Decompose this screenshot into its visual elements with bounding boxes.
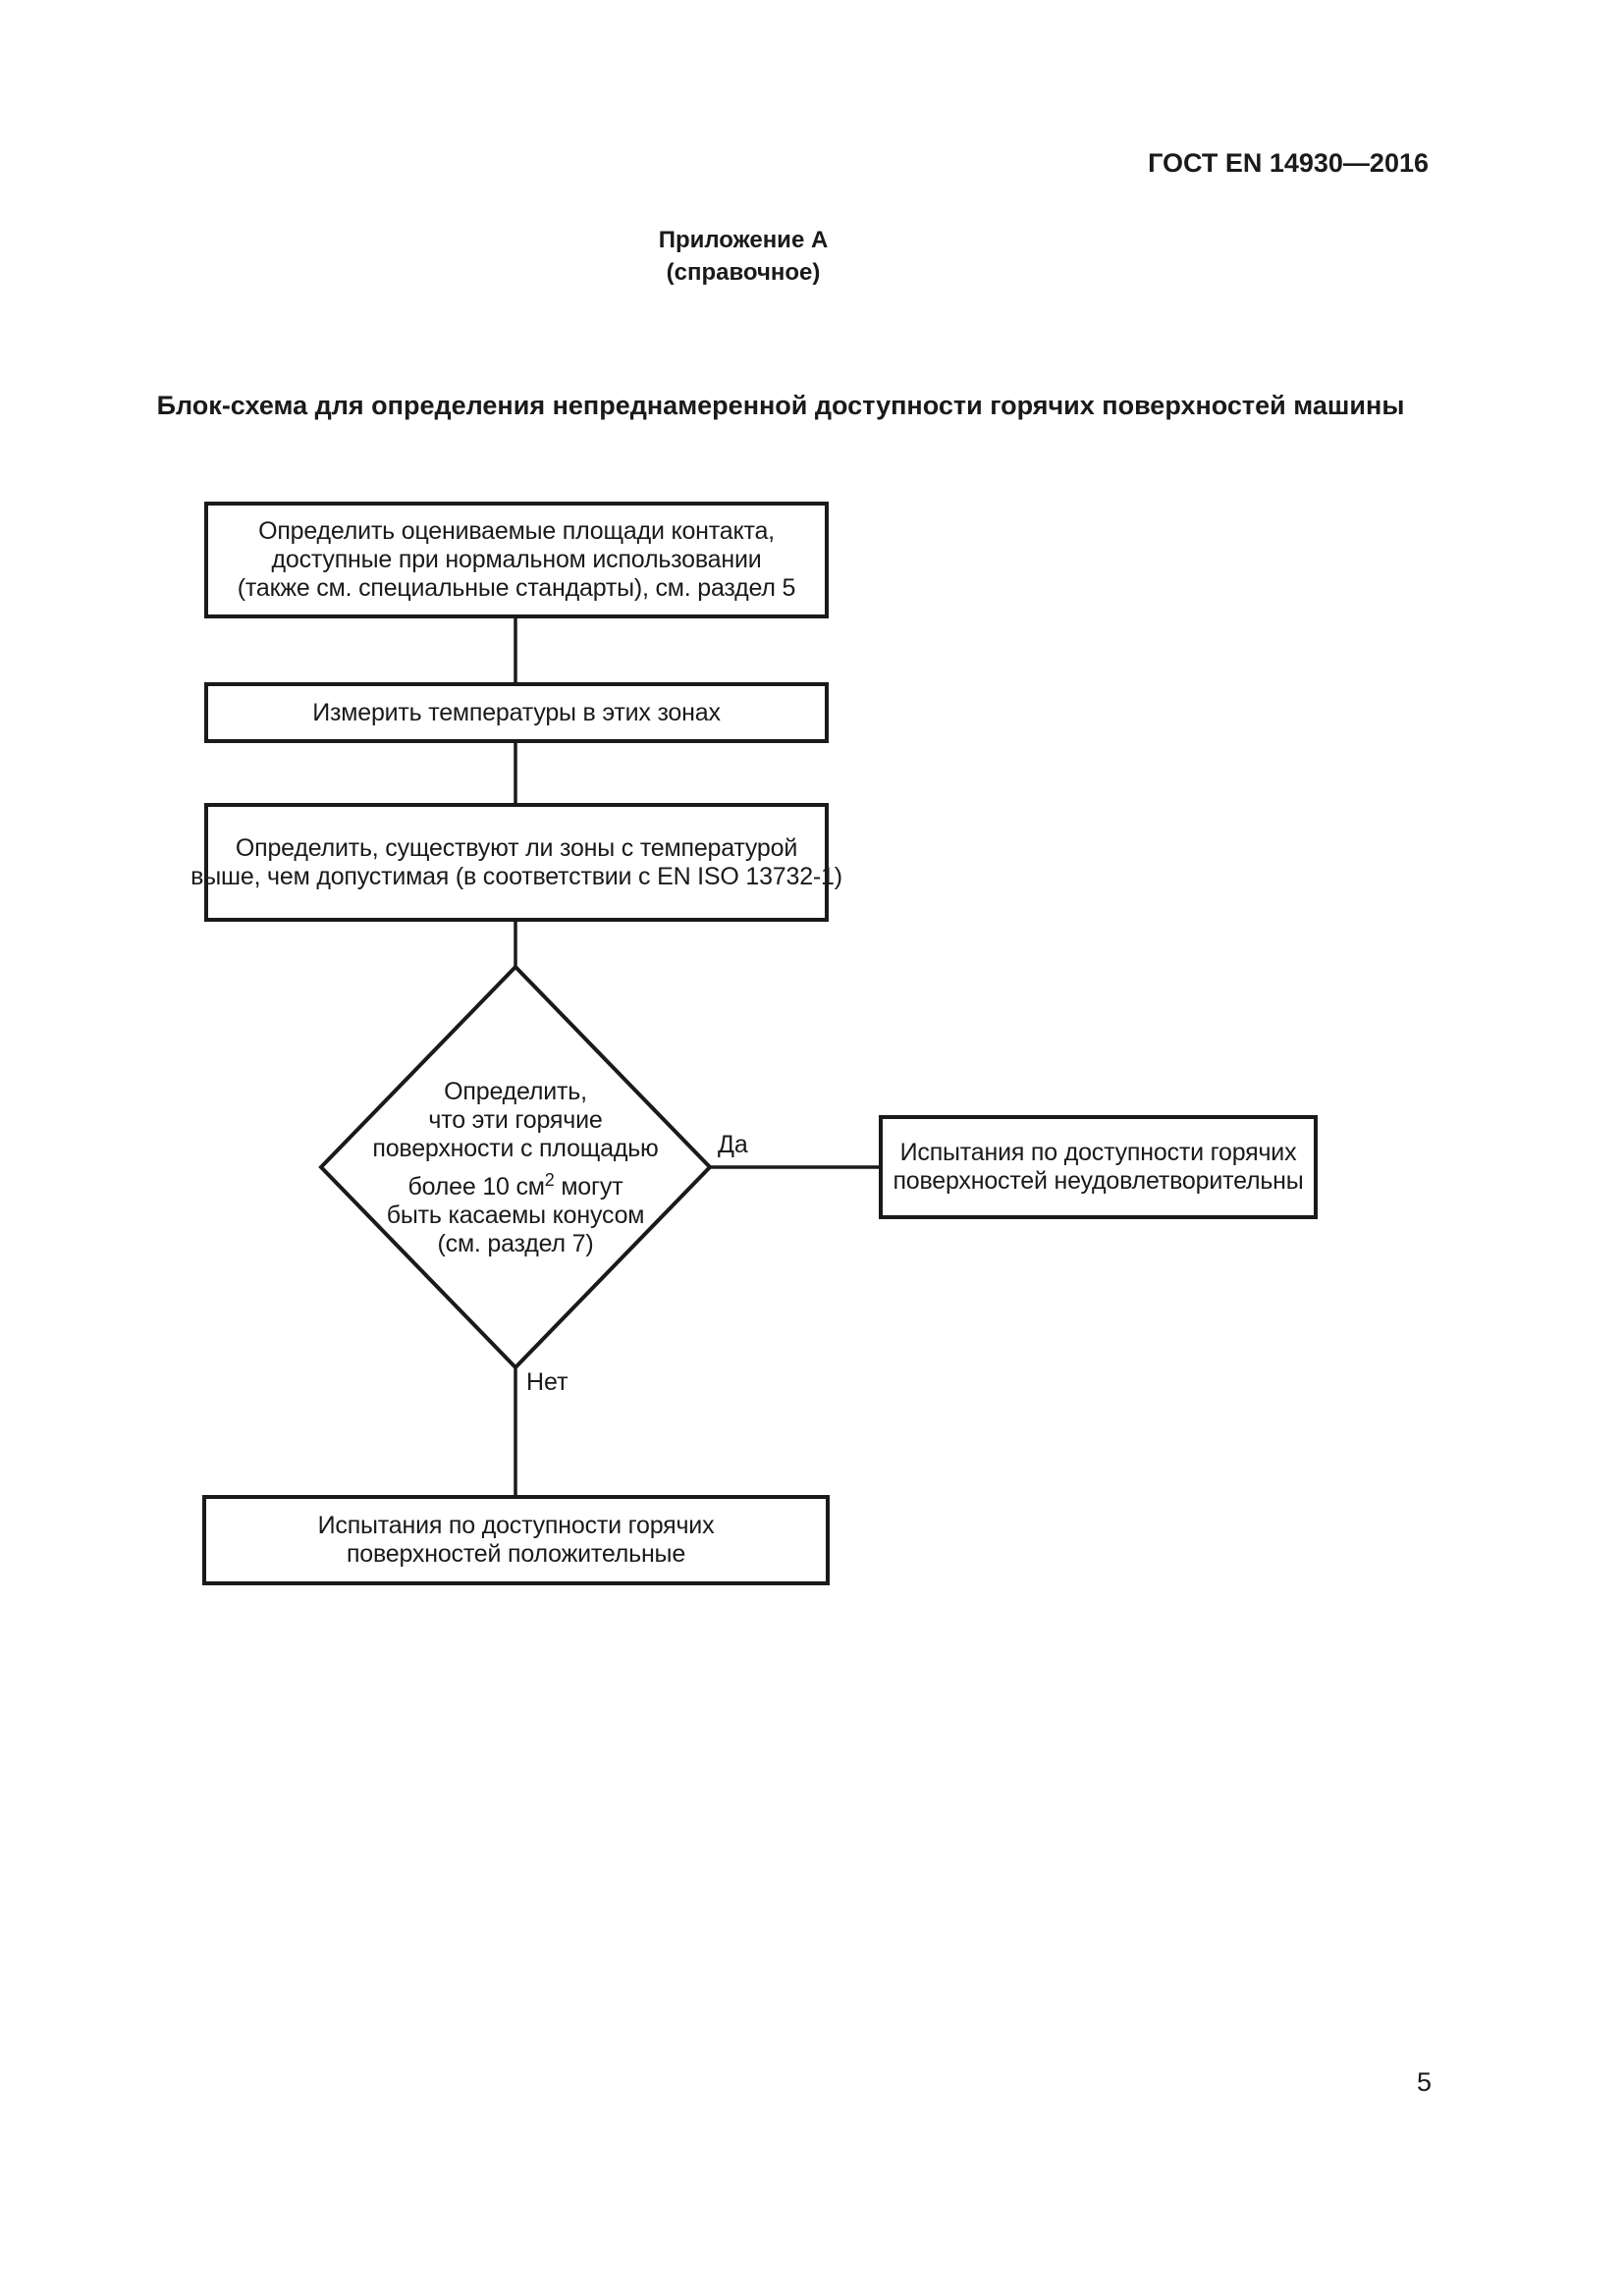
sup-line-exponent: 2 bbox=[544, 1170, 555, 1190]
flow-step-line: (также см. специальные стандарты), см. р… bbox=[237, 574, 796, 602]
flow-decision-line: Определить, bbox=[444, 1078, 587, 1105]
flow-step-define-zones: Определить, существуют ли зоны с темпера… bbox=[190, 807, 842, 918]
sup-line-post: могут bbox=[554, 1173, 623, 1201]
flow-step-line: доступные при нормальном использовании bbox=[271, 546, 762, 573]
flow-step-line: выше, чем допустимая (в соответствии с E… bbox=[190, 862, 842, 890]
flow-step-line: Определить оцениваемые площади контакта, bbox=[258, 517, 775, 545]
flow-result-positive: Испытания по доступности горячих поверхн… bbox=[206, 1499, 826, 1581]
flow-decision-line: (см. раздел 7) bbox=[437, 1230, 594, 1257]
flow-result-line: Испытания по доступности горячих bbox=[317, 1512, 715, 1539]
flow-decision-diamond-shape bbox=[318, 964, 713, 1370]
flow-result-line: Испытания по доступности горячих bbox=[899, 1139, 1297, 1166]
flow-step-line: Определить, существуют ли зоны с темпера… bbox=[235, 833, 798, 862]
flow-step-measure-temperatures: Измерить температуры в этих зонах bbox=[208, 686, 825, 739]
flow-result-line: поверхностей положительные bbox=[346, 1540, 686, 1568]
no-edge-label: Нет bbox=[526, 1368, 568, 1396]
flow-yes-box-shape bbox=[879, 1115, 1318, 1219]
yes-edge-label: Да bbox=[718, 1131, 748, 1158]
flow-decision-line: что эти горячие bbox=[428, 1106, 603, 1134]
document-code: ГОСТ EN 14930—2016 bbox=[1148, 148, 1429, 178]
flow-step-line: Измерить температуры в этих зонах bbox=[312, 698, 721, 726]
flow-result-unsatisfactory: Испытания по доступности горячих поверхн… bbox=[883, 1119, 1314, 1215]
flow-decision-text: Определить, что эти горячие поверхности … bbox=[319, 1011, 712, 1325]
flow-no-box-shape bbox=[202, 1495, 830, 1585]
flow-box2-shape bbox=[204, 682, 829, 743]
flow-box1-shape bbox=[204, 502, 829, 618]
appendix-subtitle: (справочное) bbox=[666, 259, 821, 286]
flowchart-title: Блок-схема для определения непреднамерен… bbox=[156, 391, 1405, 420]
page-number: 5 bbox=[1416, 2067, 1432, 2097]
flow-step-define-areas: Определить оцениваемые площади контакта,… bbox=[208, 506, 825, 614]
flow-decision-line-superscript: более 10 см2 могут bbox=[408, 1166, 623, 1201]
sup-line-pre: более 10 см bbox=[407, 1173, 545, 1201]
flow-decision-line: быть касаемы конусом bbox=[386, 1201, 645, 1229]
flow-decision-line: поверхности с площадью bbox=[372, 1135, 659, 1162]
flow-box3-shape bbox=[204, 803, 829, 922]
appendix-heading: Приложение А (справочное) bbox=[659, 224, 829, 289]
flow-result-line: поверхностей неудовлетворительны bbox=[893, 1167, 1304, 1195]
appendix-title: Приложение А bbox=[658, 227, 829, 253]
